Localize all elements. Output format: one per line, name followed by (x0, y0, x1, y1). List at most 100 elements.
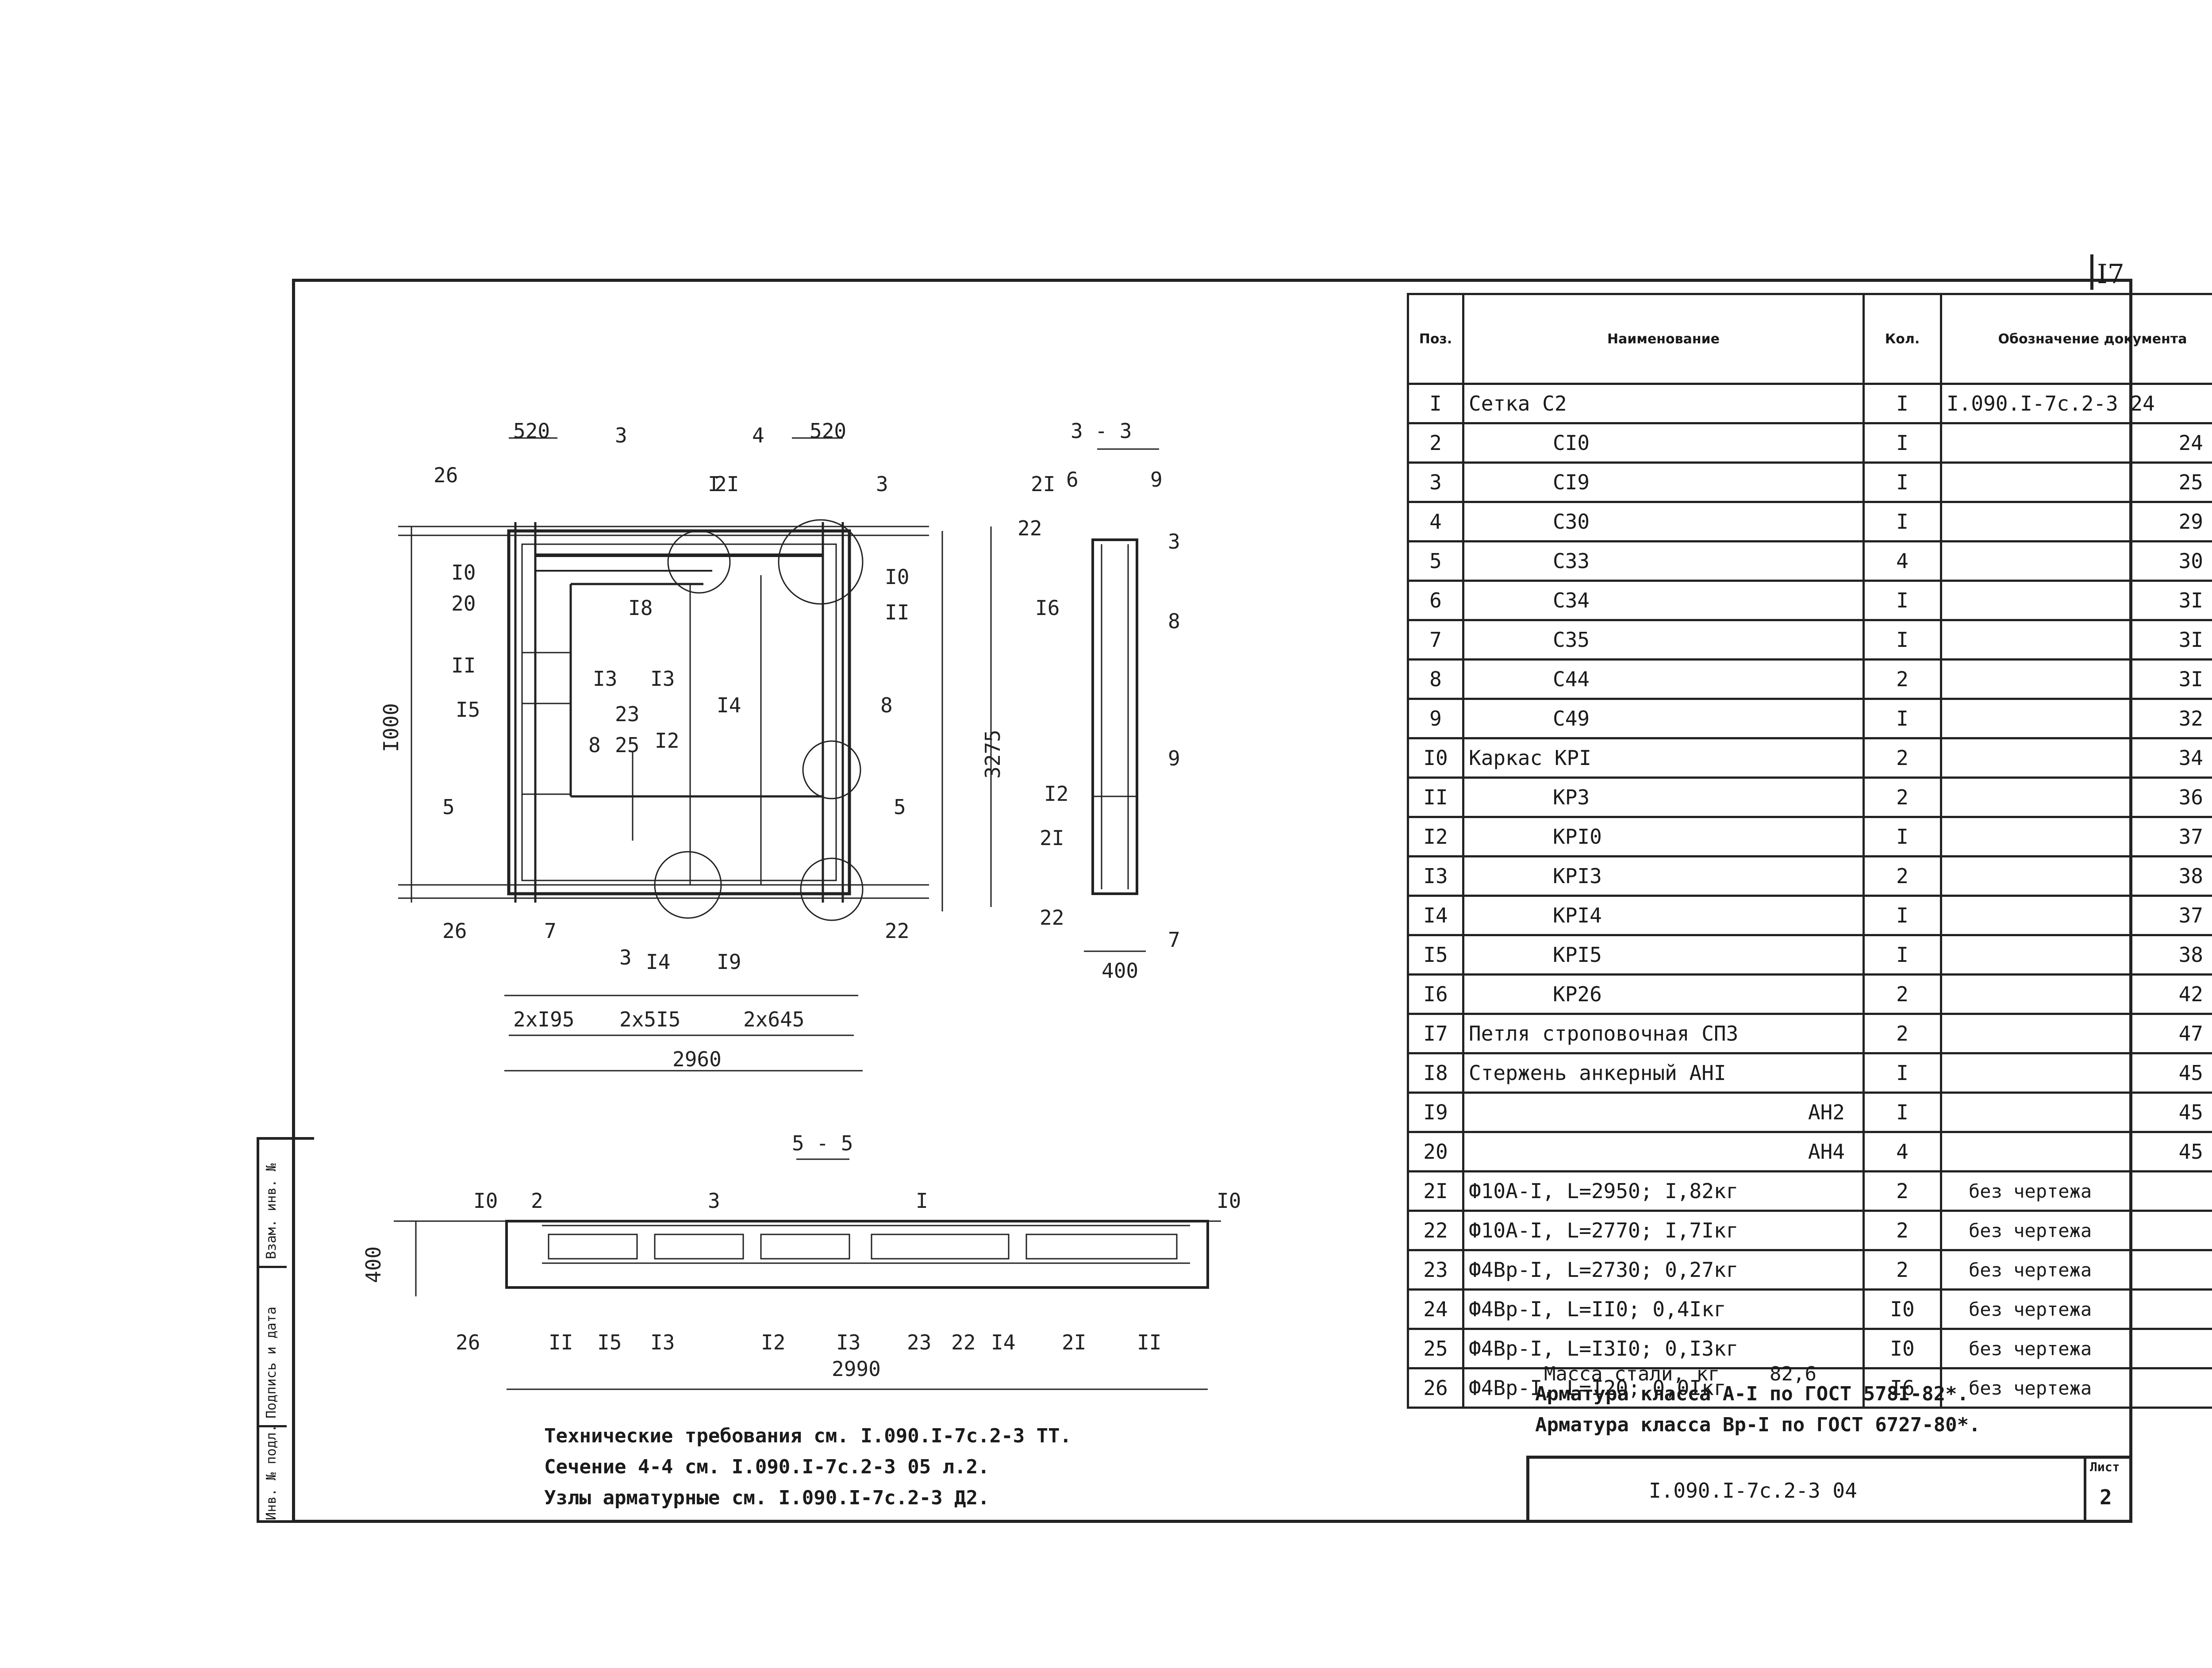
s33-callout-9b: 9 (1168, 746, 1180, 770)
s33-callout-12: I2 (1044, 782, 1068, 806)
s33-callout-8: 8 (1168, 609, 1180, 633)
s33-callout-16: I6 (1035, 596, 1060, 620)
row-document: без чертежа (1940, 1249, 2212, 1291)
s55-dim-400: 400 (361, 1246, 385, 1283)
s55-callout-26: 26 (456, 1330, 480, 1354)
row-quantity: I0 (1863, 1288, 1942, 1330)
plan-callout-18: I8 (628, 596, 653, 620)
row-position: I9 (1407, 1092, 1464, 1133)
row-name: C35 (1462, 619, 1865, 661)
row-document: 29 (1940, 501, 2212, 542)
row-document: 37 (1940, 895, 2212, 936)
sheet-corner-number: I7 (2097, 259, 2124, 290)
plan-callout-4: 22 (885, 919, 909, 943)
row-name: Ф4Вр-I, L=II0; 0,4Iкг (1462, 1288, 1865, 1330)
plan-callout-15: I5 (456, 698, 480, 722)
row-name: КР26 (1462, 973, 1865, 1015)
row-quantity: I (1863, 580, 1942, 621)
row-position: I2 (1407, 816, 1464, 857)
row-position: I3 (1407, 855, 1464, 897)
plan-callout-21: 2I (714, 472, 739, 496)
note-tech-requirements: Технические требования см. I.090.I-7с.2-… (544, 1425, 1072, 1447)
header-name: Наименование (1462, 293, 1865, 385)
row-document: без чертежа (1940, 1210, 2212, 1251)
plan-callout-12: I2 (655, 729, 679, 753)
plan-dim-2x645: 2x645 (743, 1007, 804, 1031)
row-document: 36 (1940, 776, 2212, 818)
plan-callout-3: 3 (876, 472, 888, 496)
plan-dim-2x515: 2x5I5 (619, 1007, 680, 1031)
row-quantity: 4 (1863, 540, 1942, 582)
s33-callout-22: 22 (1018, 516, 1042, 540)
row-document: 42 (1940, 973, 2212, 1015)
row-position: II (1407, 776, 1464, 818)
row-position: 6 (1407, 580, 1464, 621)
sidebar-cell-signature: Подпись и дата (259, 1266, 287, 1425)
row-name: КР3 (1462, 776, 1865, 818)
row-quantity: 2 (1863, 1170, 1942, 1212)
s55-callout-3: 3 (708, 1189, 720, 1213)
plan-section-mark-4: 4 (752, 423, 764, 447)
plan-callout-3b: 3 (619, 945, 632, 969)
title-stamp: I.090.I-7с.2-3 04 Лист 2 (1526, 1456, 2132, 1523)
sheet-number-tick (2090, 254, 2093, 290)
row-document: 45 (1940, 1131, 2212, 1172)
row-name: Каркас КРI (1462, 737, 1865, 779)
plan-callout-25: 25 (615, 733, 639, 757)
row-document: 38 (1940, 934, 2212, 976)
row-name: C34 (1462, 580, 1865, 621)
row-quantity: I (1863, 698, 1942, 739)
row-quantity: 2 (1863, 1210, 1942, 1251)
plan-callout-14: I4 (717, 693, 741, 717)
header-doc: Обозначение документа (1940, 293, 2212, 385)
row-quantity: I (1863, 816, 1942, 857)
stamp-sheet-number: 2 (2100, 1485, 2112, 1509)
row-name: КРI3 (1462, 855, 1865, 897)
plan-dim-3275: 3275 (981, 730, 1005, 779)
row-document: 45 (1940, 1052, 2212, 1094)
row-name: Ф4Вр-I, L=2730; 0,27кг (1462, 1249, 1865, 1291)
table-header-row: Поз. Наименование Кол. Обозначение докум… (1407, 293, 2212, 385)
row-position: I6 (1407, 973, 1464, 1015)
row-position: 26 (1407, 1367, 1464, 1409)
row-document: 34 (1940, 737, 2212, 779)
row-position: 20 (1407, 1131, 1464, 1172)
row-name: CI9 (1462, 461, 1865, 503)
row-position: 3 (1407, 461, 1464, 503)
section-3-3-dim: 400 (1102, 959, 1138, 983)
row-quantity: 2 (1863, 776, 1942, 818)
plan-callout-26: 26 (434, 463, 458, 487)
plan-callout-5a: 5 (442, 795, 455, 819)
row-position: 22 (1407, 1210, 1464, 1251)
s55-callout-2: 2 (531, 1189, 543, 1213)
section-5-5 (394, 1158, 1221, 1390)
row-position: 8 (1407, 658, 1464, 700)
plan-callout-1: I (708, 472, 720, 496)
plan-callout-26b: 26 (442, 919, 467, 943)
row-document: без чертежа (1940, 1170, 2212, 1212)
note-rebar-vr1: Арматура класса Вр-I по ГОСТ 6727-80*. (1535, 1414, 1981, 1436)
row-document: 32 (1940, 698, 2212, 739)
plan-callout-13a: I3 (593, 667, 617, 691)
row-position: 9 (1407, 698, 1464, 739)
s55-callout-15: I5 (597, 1330, 622, 1354)
row-name: Сетка С2 (1462, 383, 1865, 424)
row-name: КРI4 (1462, 895, 1865, 936)
plan-callout-5b: 5 (894, 795, 906, 819)
row-document: без чертежа (1940, 1367, 2212, 1409)
s33-callout-21b: 2I (1040, 826, 1064, 850)
specification-table: Поз. Наименование Кол. Обозначение докум… (1407, 293, 2212, 1409)
